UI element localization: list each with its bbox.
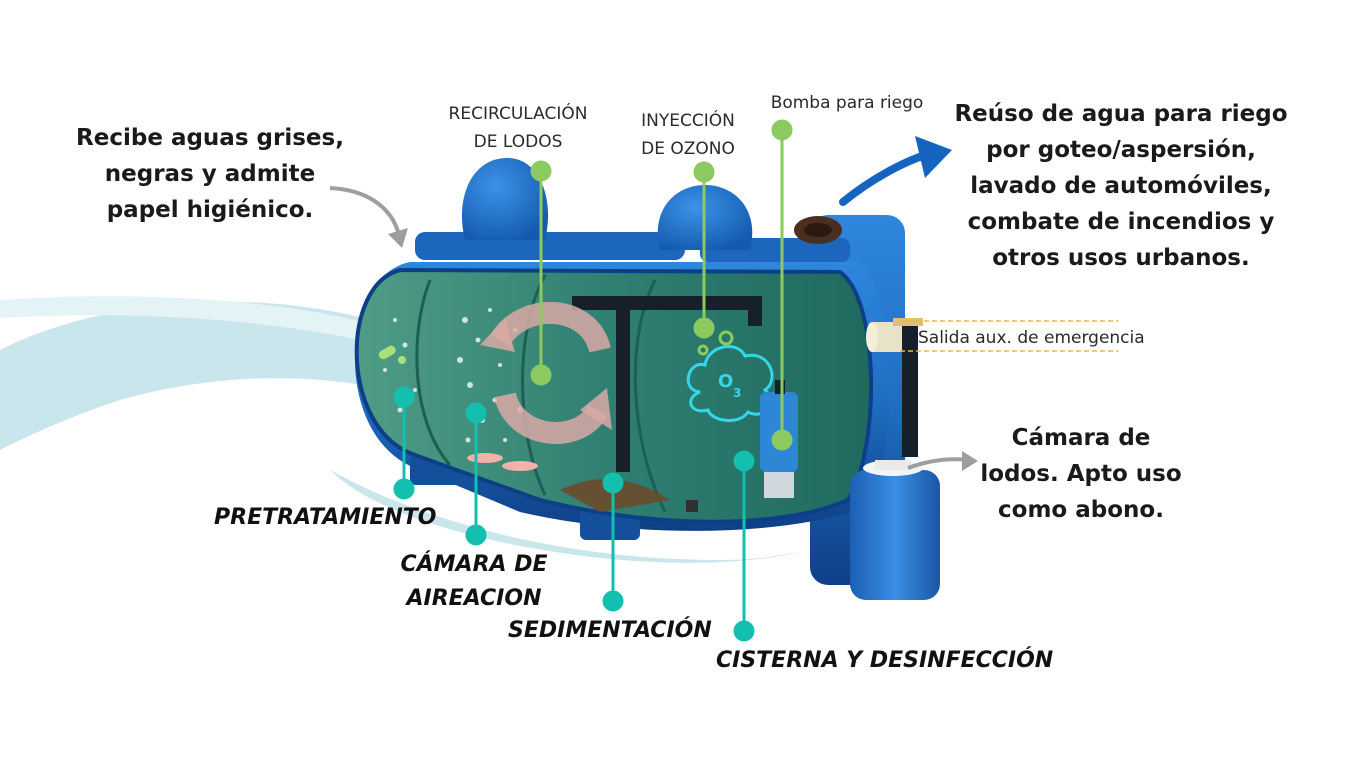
internal-pipe bbox=[572, 296, 762, 310]
emergency-outlet-pipe bbox=[866, 318, 923, 457]
bacteria-icon bbox=[378, 345, 406, 364]
recirculation-line-2: DE LODOS bbox=[473, 132, 563, 152]
sludge-line-2: lodos. Apto uso bbox=[980, 461, 1182, 487]
recirculation-arrow-top bbox=[490, 301, 611, 354]
reuse-line-2: por goteo/aspersión, bbox=[986, 137, 1256, 163]
sediment-layer bbox=[560, 479, 670, 512]
reuse-label: Reúso de agua para riego por goteo/asper… bbox=[948, 96, 1294, 276]
intro-label: Recibe aguas grises, negras y admite pap… bbox=[62, 120, 358, 228]
background-wave bbox=[0, 296, 800, 563]
sludge-drum bbox=[850, 460, 940, 600]
stage-pretreatment: PRETRATAMIENTO bbox=[214, 505, 437, 530]
reuse-line-3: lavado de automóviles, bbox=[970, 173, 1272, 199]
aeration-line-2: AIREACION bbox=[406, 586, 542, 611]
emergency-outlet-label: Salida aux. de emergencia bbox=[918, 328, 1145, 348]
ozone-symbol: O bbox=[718, 371, 733, 392]
diffuser-disc bbox=[467, 453, 503, 463]
reuse-line-1: Reúso de agua para riego bbox=[954, 101, 1288, 127]
dome-lid-left bbox=[461, 157, 549, 240]
aeration-line-1: CÁMARA DE bbox=[400, 552, 548, 577]
reuse-line-4: combate de incendios y bbox=[967, 209, 1275, 235]
ozone-line-1: INYECCIÓN bbox=[641, 111, 735, 131]
intro-line-2: negras y admite bbox=[104, 161, 316, 187]
stage-cistern: CISTERNA Y DESINFECCIÓN bbox=[716, 648, 1054, 673]
sludge-line-1: Cámara de bbox=[1011, 425, 1151, 451]
ozone-icon bbox=[686, 330, 774, 422]
stage-sedimentation: SEDIMENTACIÓN bbox=[508, 618, 712, 643]
sludge-arrow-icon bbox=[907, 451, 978, 471]
sludge-chamber-label: Cámara de lodos. Apto uso como abono. bbox=[970, 420, 1192, 528]
ozone-label: INYECCIÓN DE OZONO bbox=[626, 107, 750, 163]
ozone-line-2: DE OZONO bbox=[641, 139, 735, 159]
recirculation-line-1: RECIRCULACIÓN bbox=[448, 104, 588, 124]
intro-line-3: papel higiénico. bbox=[106, 197, 314, 223]
stage-aeration: CÁMARA DE AIREACION bbox=[394, 548, 554, 616]
recirculation-label: RECIRCULACIÓN DE LODOS bbox=[430, 100, 606, 156]
inflow-arrow-icon bbox=[329, 186, 408, 248]
sludge-line-3: como abono. bbox=[998, 497, 1164, 523]
recirculation-arrow-bottom bbox=[494, 391, 608, 444]
small-valve bbox=[686, 500, 698, 512]
reuse-line-5: otros usos urbanos. bbox=[992, 245, 1250, 271]
pump-label: Bomba para riego bbox=[770, 93, 924, 113]
ozone-subscript: 3 bbox=[733, 386, 741, 400]
top-callouts bbox=[530, 119, 793, 451]
reuse-arrow-icon bbox=[839, 136, 952, 206]
intro-line-1: Recibe aguas grises, bbox=[76, 125, 344, 151]
stage-callouts bbox=[393, 386, 755, 642]
